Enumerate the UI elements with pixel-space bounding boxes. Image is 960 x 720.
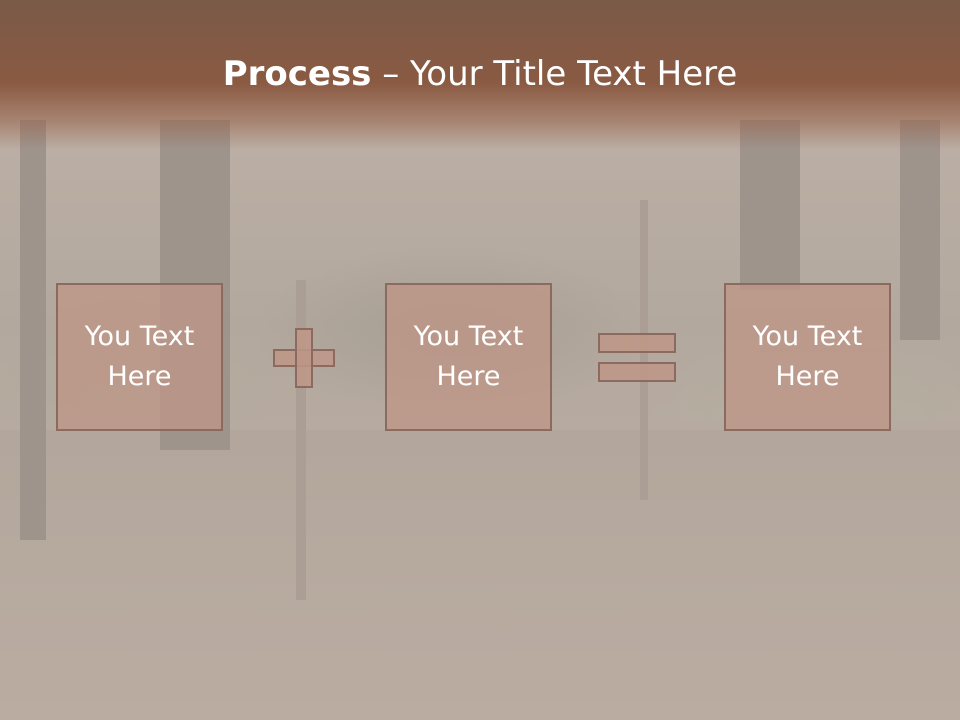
title-bold-part: Process: [222, 54, 372, 94]
process-box-2[interactable]: You Text Here: [385, 283, 552, 431]
title-band: [0, 0, 960, 150]
slide-title[interactable]: Process – Your Title Text Here: [0, 52, 960, 96]
process-box-1[interactable]: You Text Here: [56, 283, 223, 431]
equals-icon: [598, 333, 676, 383]
plus-icon: [273, 328, 335, 388]
process-box-3[interactable]: You Text Here: [724, 283, 891, 431]
process-box-2-label: You Text Here: [413, 321, 524, 392]
process-box-3-label: You Text Here: [752, 321, 863, 392]
title-rest-part: – Your Title Text Here: [371, 54, 738, 94]
process-box-1-label: You Text Here: [84, 321, 195, 392]
